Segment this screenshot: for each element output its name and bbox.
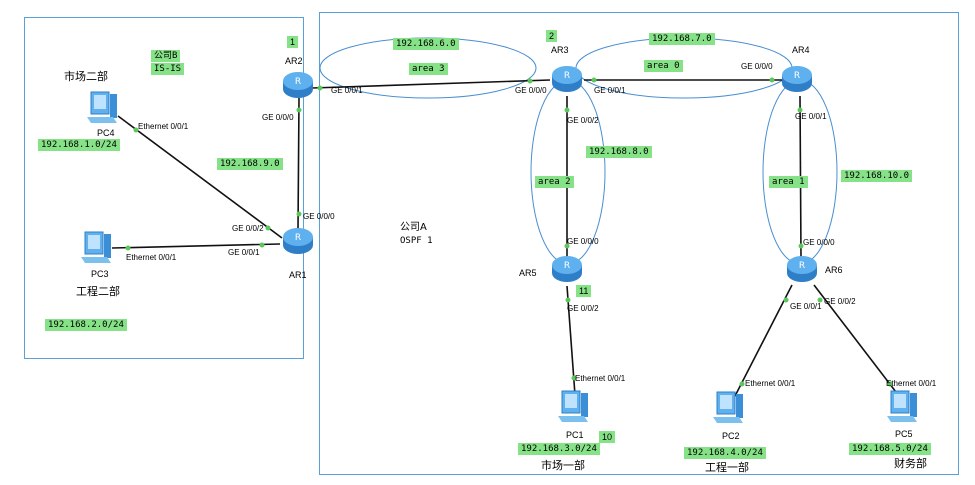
router-ar1: R [283, 228, 313, 254]
router-ar6: R [787, 256, 817, 282]
company-b-protocol: IS-IS [151, 63, 185, 75]
device-label-pc2: PC2 [722, 431, 740, 441]
company-a-protocol: OSPF 1 [400, 236, 433, 246]
port-ar3-ge002: GE 0/0/2 [567, 116, 599, 125]
net-label-pc2: 192.168.4.0/24 [684, 447, 766, 459]
department-pc1: 市场一部 [541, 459, 585, 472]
annotation-10: 10 [599, 431, 616, 443]
svg-text:R: R [564, 261, 570, 271]
net-label-10: 192.168.10.0 [841, 170, 913, 182]
annotation-11: 11 [576, 285, 592, 297]
department-pc4: 市场二部 [64, 70, 108, 83]
port-ar4-ge000: GE 0/0/0 [741, 62, 773, 71]
router-ar3: R [552, 66, 582, 92]
port-ar3-ge000: GE 0/0/0 [515, 86, 547, 95]
pc-icon-pc2 [713, 391, 743, 423]
net-label-pc3: 192.168.2.0/24 [45, 319, 127, 331]
net-label-9: 192.168.9.0 [217, 158, 283, 170]
company-b-name: 公司B [151, 50, 181, 62]
port-ar3-ge001: GE 0/0/1 [594, 86, 626, 95]
router-ar5: R [552, 256, 582, 282]
department-pc5: 财务部 [894, 457, 927, 470]
department-pc2: 工程一部 [705, 461, 749, 474]
net-label-7: 192.168.7.0 [649, 33, 715, 45]
company-a-box [319, 12, 959, 475]
device-label-ar6: AR6 [825, 265, 843, 275]
port-ar6-ge000: GE 0/0/0 [803, 238, 835, 247]
net-label-pc5: 192.168.5.0/24 [849, 443, 931, 455]
area-label-1: area 1 [769, 176, 808, 188]
annotation-1: 1 [287, 36, 299, 48]
port-ar1-ge001: GE 0/0/1 [228, 248, 260, 257]
area-label-3: area 3 [409, 63, 448, 75]
company-a-name: 公司A [400, 222, 427, 233]
link-pc3-ar1 [111, 243, 281, 249]
port-pc1-eth001: Ethernet 0/0/1 [575, 374, 626, 383]
link-ar6-pc2 [733, 284, 793, 399]
area-label-0: area 0 [644, 60, 683, 72]
link-pc4-ar1 [117, 115, 283, 239]
device-label-pc3: PC3 [91, 269, 109, 279]
port-ar6-ge002: GE 0/0/2 [824, 297, 856, 306]
svg-text:R: R [794, 71, 800, 81]
pc-icon-pc4 [87, 91, 117, 123]
pc-icon-pc3 [81, 231, 111, 263]
router-ar2: R [283, 72, 313, 98]
device-label-ar3: AR3 [551, 45, 569, 55]
port-pc4-eth001: Ethernet 0/0/1 [138, 122, 189, 131]
device-label-pc5: PC5 [895, 429, 913, 439]
port-ar1-ge000: GE 0/0/0 [303, 212, 335, 221]
svg-text:R: R [564, 71, 570, 81]
port-pc2-eth001: Ethernet 0/0/1 [745, 379, 796, 388]
net-label-pc4: 192.168.1.0/24 [38, 139, 120, 151]
pc-icon-pc5 [887, 390, 917, 422]
link-ar2-ar3 [311, 79, 551, 89]
router-ar4: R [782, 66, 812, 92]
department-pc3: 工程二部 [76, 285, 120, 298]
port-ar2-ge000: GE 0/0/0 [262, 113, 294, 122]
net-label-8: 192.168.8.0 [586, 146, 652, 158]
svg-text:R: R [295, 233, 301, 243]
annotation-2: 2 [546, 30, 558, 42]
device-label-ar1: AR1 [289, 270, 307, 280]
net-label-6: 192.168.6.0 [393, 38, 459, 50]
port-dots [125, 77, 893, 387]
company-b-box [24, 17, 304, 359]
pc-icon-pc1 [558, 390, 588, 422]
device-label-ar2: AR2 [285, 56, 303, 66]
svg-text:R: R [799, 261, 805, 271]
port-ar2-ge001: GE 0/0/1 [331, 86, 363, 95]
port-ar4-ge001: GE 0/0/1 [795, 112, 827, 121]
net-label-pc1: 192.168.3.0/24 [518, 443, 600, 455]
area-label-2: area 2 [535, 176, 574, 188]
port-pc3-eth001: Ethernet 0/0/1 [126, 253, 177, 262]
port-ar5-ge002: GE 0/0/2 [567, 304, 599, 313]
port-ar5-ge000: GE 0/0/0 [567, 237, 599, 246]
device-label-pc4: PC4 [97, 128, 115, 138]
device-label-ar4: AR4 [792, 45, 810, 55]
port-ar6-ge001: GE 0/0/1 [790, 302, 822, 311]
port-pc5-eth001: Ethernet 0/0/1 [886, 379, 937, 388]
svg-text:R: R [295, 77, 301, 87]
link-ar2-ar1 [297, 97, 300, 231]
device-label-pc1: PC1 [566, 430, 584, 440]
device-label-ar5: AR5 [519, 268, 537, 278]
link-ar6-pc5 [813, 284, 900, 397]
port-ar1-ge002: GE 0/0/2 [232, 224, 264, 233]
